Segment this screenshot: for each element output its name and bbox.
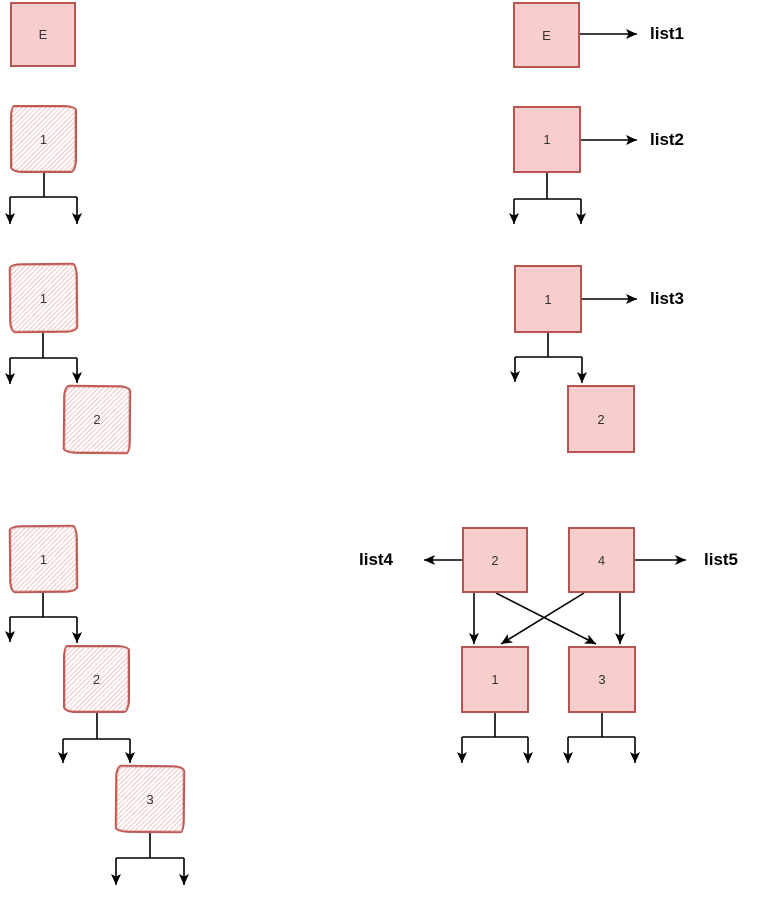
left-step4-node-1[interactable]: 1 bbox=[8, 524, 79, 594]
left-step3-node-2[interactable]: 2 bbox=[62, 384, 132, 455]
right-step4-branch3-bar bbox=[568, 713, 635, 738]
right-step3-branch-bar bbox=[515, 333, 582, 358]
list5-label[interactable]: list5 bbox=[704, 550, 739, 569]
right-step2-branch-bar bbox=[514, 173, 581, 200]
right-step4-branch1-bar bbox=[462, 713, 528, 738]
left-step3-branch-bar bbox=[10, 333, 77, 359]
left-step2-node-1[interactable]: 1 bbox=[10, 105, 77, 173]
left-step4-branch2-bar bbox=[63, 713, 130, 740]
left-step2-branch-bar bbox=[10, 173, 77, 198]
right-step3-node-1[interactable]: 1 bbox=[514, 265, 582, 333]
left-step4-branch1-bar bbox=[10, 593, 77, 618]
list1-label[interactable]: list1 bbox=[650, 24, 685, 43]
left-step4-node-3[interactable]: 3 bbox=[114, 764, 186, 834]
right-step4-node-2[interactable]: 2 bbox=[462, 527, 528, 593]
cross-arrow-4-to-1 bbox=[500, 592, 585, 645]
left-step4-branch3-bar bbox=[116, 833, 184, 859]
list2-label[interactable]: list2 bbox=[650, 130, 685, 149]
list4-label[interactable]: list4 bbox=[359, 550, 394, 569]
left-step4-node-2[interactable]: 2 bbox=[63, 645, 130, 713]
cross-arrow-2-to-3 bbox=[495, 592, 597, 645]
right-step4-node-4[interactable]: 4 bbox=[568, 527, 635, 593]
right-step2-node-1[interactable]: 1 bbox=[513, 106, 581, 173]
left-step1-node-e[interactable]: E bbox=[10, 2, 76, 67]
right-step3-node-2[interactable]: 2 bbox=[567, 385, 635, 453]
right-step1-node-e[interactable]: E bbox=[513, 2, 580, 68]
right-step4-node-3[interactable]: 3 bbox=[568, 646, 636, 713]
left-step3-node-1[interactable]: 1 bbox=[8, 262, 79, 334]
list3-label[interactable]: list3 bbox=[650, 289, 685, 308]
right-step4-node-1[interactable]: 1 bbox=[461, 646, 529, 713]
